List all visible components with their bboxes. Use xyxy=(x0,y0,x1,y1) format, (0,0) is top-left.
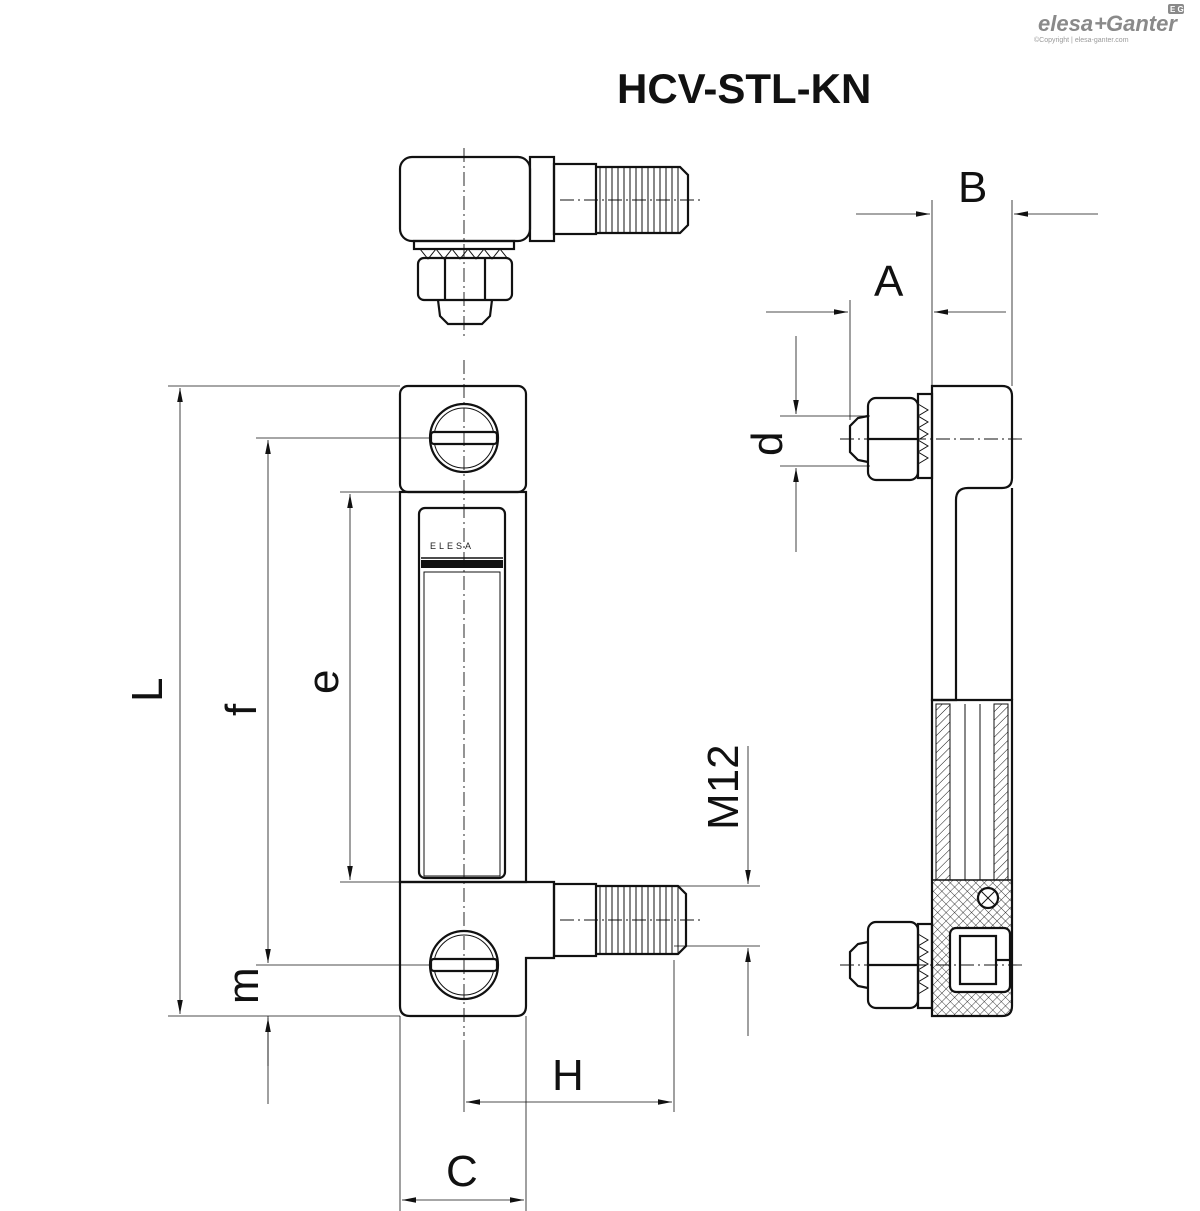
brand-logo-elesa: elesa xyxy=(1038,11,1093,36)
dim-label-l: L xyxy=(123,678,172,702)
dim-label-h: H xyxy=(552,1051,584,1100)
top-view xyxy=(398,148,700,336)
drawing-title: HCV-STL-KN xyxy=(617,65,871,112)
front-view: ELESA xyxy=(398,360,700,1036)
brand-badge-bg xyxy=(1168,4,1184,14)
dim-label-c: C xyxy=(446,1147,478,1196)
dim-label-d: d xyxy=(743,432,792,456)
side-view xyxy=(840,384,1024,1018)
brand-logo: elesa + Ganter E G ©Copyright | elesa-ga… xyxy=(1034,4,1184,44)
brand-logo-ganter: Ganter xyxy=(1106,11,1178,36)
brand-badge: E G xyxy=(1170,5,1184,14)
dim-label-b: B xyxy=(958,163,987,212)
brand-copyright: ©Copyright | elesa-ganter.com xyxy=(1034,36,1129,44)
dimension-lines xyxy=(168,200,1098,1211)
brand-logo-plus: + xyxy=(1094,11,1107,36)
product-mark: ELESA xyxy=(430,541,474,551)
dim-label-f: f xyxy=(217,703,266,716)
dim-label-a: A xyxy=(874,257,904,306)
dim-label-e: e xyxy=(299,670,348,694)
dim-label-m12: M12 xyxy=(699,744,748,830)
dim-label-m: m xyxy=(219,967,268,1004)
dimension-labels: B A d M12 L f e m H C xyxy=(123,163,987,1196)
